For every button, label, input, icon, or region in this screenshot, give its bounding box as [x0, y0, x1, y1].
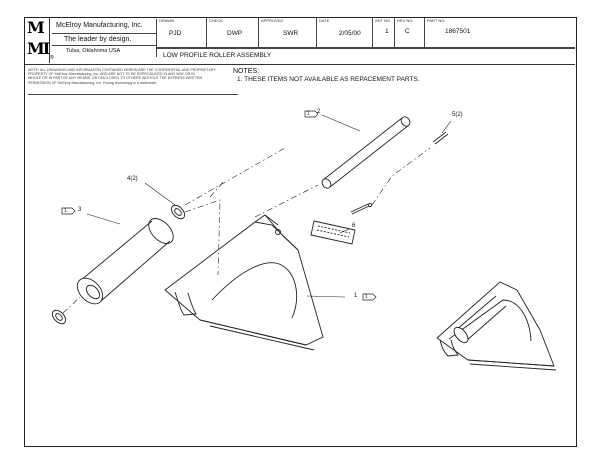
- note-flags: [61, 110, 377, 301]
- date-cell: DATE 2/05/00: [317, 18, 373, 48]
- note-flag-text: 1: [307, 111, 310, 117]
- pin-part: [350, 131, 449, 215]
- rev-label: REV NO.: [397, 18, 414, 23]
- tagline: The leader by design.: [64, 36, 132, 43]
- leader-lines: [86, 114, 452, 298]
- callout-item-5: 5(2): [452, 112, 463, 118]
- title-block: M MI McElroy Manufacturing, Inc. The lea…: [25, 18, 575, 65]
- copyright-line: PROPERTY OF McElroy Manufacturing, Inc. …: [28, 72, 195, 77]
- copyright-notice: NOTE: ALL DRAWINGS AND INFORMATION CONTA…: [28, 68, 238, 95]
- check-cell: CHECK DWP: [207, 18, 259, 48]
- logo-top: M: [27, 18, 45, 37]
- date-label: DATE: [319, 18, 330, 23]
- part-value: 1867501: [445, 28, 471, 35]
- callout-item-1: 1: [354, 293, 358, 299]
- company-name: McElroy Manufacturing, Inc.: [56, 22, 143, 29]
- copyright-line: PERMISSION OF McElroy Manufacturing, Inc…: [28, 80, 158, 85]
- part-label: PART NO.: [427, 18, 446, 23]
- drawn-value: PJD: [169, 30, 182, 37]
- spring-strip-part: [310, 220, 356, 245]
- drawn-cell: DRAWN PJD: [157, 18, 207, 48]
- tagline-cell: The leader by design.: [52, 34, 157, 46]
- part-cell: PART NO. 1867501: [425, 18, 575, 48]
- callout-item-6: 6: [352, 223, 356, 229]
- roller-part: [76, 218, 174, 305]
- copyright-line: WHOLE OR IN PART BY ANY MEANS, OR DISCLO…: [28, 76, 203, 81]
- approved-value: SWR: [283, 30, 299, 37]
- shaft-part: [321, 116, 411, 189]
- registered-mark: ®: [50, 55, 54, 61]
- bracket-part: [164, 214, 324, 351]
- note-flag-text: 1: [64, 208, 67, 214]
- approved-cell: APPROVED SWR: [259, 18, 317, 48]
- assembly-centerlines: [62, 147, 431, 314]
- callout-item-3: 3: [78, 207, 82, 213]
- bearing-part: [51, 204, 186, 325]
- check-label: CHECK: [209, 18, 224, 23]
- callout-item-2: 2: [317, 109, 321, 115]
- date-value: 2/05/00: [339, 30, 361, 37]
- note-item: 1. THESE ITEMS NOT AVAILABLE AS REPACEME…: [237, 76, 420, 83]
- city: Tulsa, Oklahoma USA: [66, 48, 121, 54]
- rev-value: C: [405, 28, 410, 35]
- assembled-view: [436, 281, 557, 371]
- sheet-value: 1: [385, 28, 389, 35]
- logo-bottom: MI: [27, 39, 50, 58]
- sheet-cell: SHT NO. 1: [373, 18, 395, 48]
- description-row: LOW PROFILE ROLLER ASSEMBLY: [157, 48, 575, 64]
- company-name-cell: McElroy Manufacturing, Inc.: [52, 19, 157, 34]
- sheet-label: SHT NO.: [375, 18, 392, 23]
- copyright-line: NOTE: ALL DRAWINGS AND INFORMATION CONTA…: [28, 68, 216, 72]
- check-value: DWP: [227, 30, 243, 37]
- city-cell: Tulsa, Oklahoma USA: [52, 46, 157, 57]
- company-logo: M MI: [25, 18, 50, 63]
- notes-title: NOTES:: [233, 68, 260, 75]
- description: LOW PROFILE ROLLER ASSEMBLY: [163, 52, 272, 59]
- rev-cell: REV NO. C: [395, 18, 425, 48]
- drawing-sheet: M MI McElroy Manufacturing, Inc. The lea…: [24, 17, 577, 447]
- callout-item-4: 4(2): [127, 176, 138, 182]
- note-flag-text: 1: [365, 294, 368, 300]
- approved-label: APPROVED: [261, 18, 284, 23]
- notes: NOTES: 1. THESE ITEMS NOT AVAILABLE AS R…: [233, 68, 420, 84]
- drawn-label: DRAWN: [159, 18, 174, 23]
